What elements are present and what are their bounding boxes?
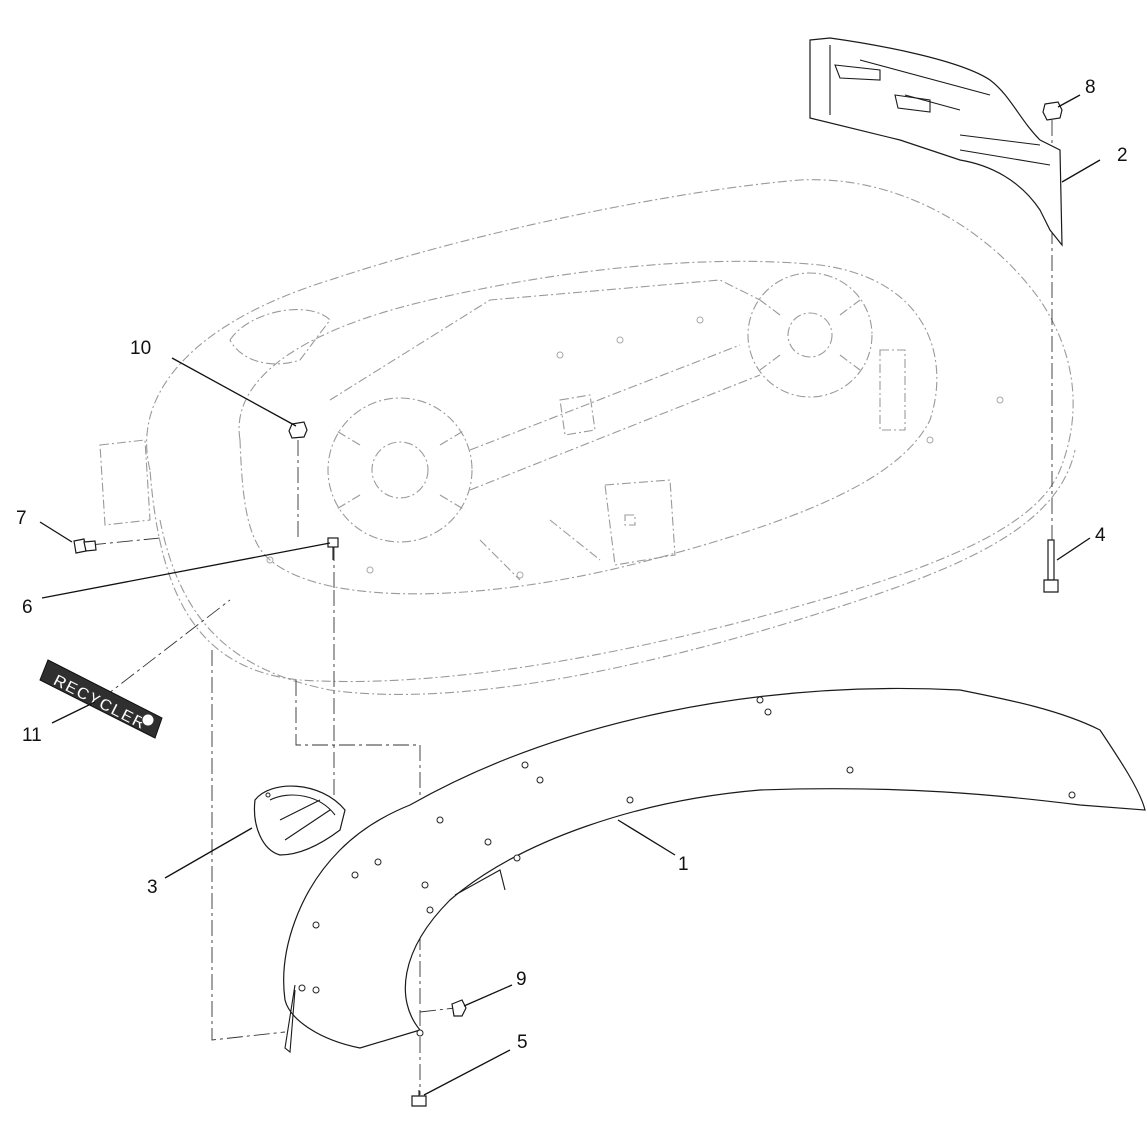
part-10-nut — [288, 421, 308, 439]
part-11-recycler-decal: RECYCLER — [39, 659, 163, 739]
part-8-nut — [1042, 101, 1063, 121]
alignment-lines — [89, 120, 1053, 1095]
callout-10: 10 — [130, 338, 151, 359]
callout-11: 11 — [22, 725, 42, 746]
part-4-bolt — [1043, 539, 1059, 593]
recycler-logo-icon — [141, 713, 155, 727]
part-3-baffle — [253, 785, 346, 856]
callout-9: 9 — [516, 969, 527, 990]
part-9-nut — [451, 999, 467, 1017]
callout-4: 4 — [1095, 525, 1106, 546]
callout-6: 6 — [22, 597, 33, 618]
callout-7: 7 — [16, 508, 27, 529]
decal-text: RECYCLER — [50, 671, 149, 734]
callout-2: 2 — [1117, 145, 1128, 166]
part-7-bolt — [73, 538, 97, 554]
part-5-bolt — [411, 1090, 427, 1107]
part-2-deflector — [809, 37, 1063, 247]
callouts: 1 2 3 4 5 6 7 8 9 10 11 — [16, 77, 1128, 1053]
callout-1: 1 — [678, 854, 689, 875]
leader-lines — [39, 94, 1101, 1096]
part-1-baffle-plate — [283, 687, 1146, 1054]
callout-8: 8 — [1085, 77, 1096, 98]
part-6-screw — [327, 537, 339, 560]
callout-3: 3 — [147, 877, 158, 898]
mower-deck-ghost — [99, 179, 1076, 695]
callout-5: 5 — [517, 1032, 528, 1053]
